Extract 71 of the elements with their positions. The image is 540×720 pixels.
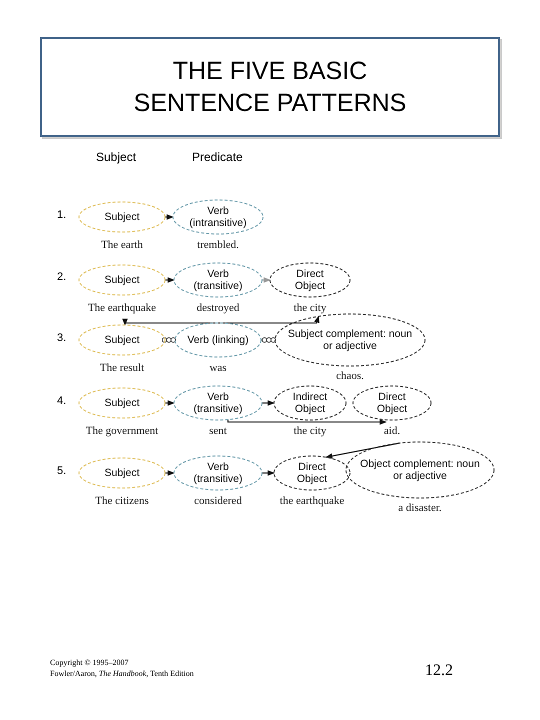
source-note: Fowler/Aaron, The Handbook, Tenth Edition	[50, 669, 194, 678]
link-connector	[162, 337, 176, 343]
arrow	[165, 214, 174, 220]
pattern-ellipse	[353, 386, 431, 420]
row-number: 1.	[57, 209, 66, 221]
node-label: Direct Object	[296, 461, 328, 485]
example-word: The government	[86, 425, 158, 437]
example-word: The earth	[101, 239, 143, 251]
node-label: Subject	[104, 397, 140, 409]
node-label: Subject	[104, 334, 140, 346]
node-label: Verb (transitive)	[192, 268, 244, 292]
arrow	[165, 400, 175, 406]
example-word: considered	[194, 495, 242, 507]
arrow	[262, 277, 271, 283]
node-label: Subject complement: noun or adjective	[286, 328, 414, 352]
pattern-ellipse	[173, 200, 263, 234]
node-label: Verb (transitive)	[192, 391, 244, 415]
example-word: aid.	[384, 425, 400, 437]
pattern-ellipse	[174, 456, 262, 490]
page-number: 12.2	[425, 662, 453, 680]
column-heading: Predicate	[192, 150, 243, 164]
title: THE FIVE BASIC SENTENCE PATTERNS	[132, 56, 408, 119]
pattern-ellipse	[270, 263, 350, 297]
node-label: Subject	[104, 467, 140, 479]
node-label: Direct Object	[376, 391, 408, 415]
example-word: The earthquake	[88, 302, 156, 314]
example-word: The citizens	[95, 495, 149, 507]
pattern-ellipse	[79, 325, 165, 355]
arrow	[122, 316, 320, 326]
column-heading: Subject	[96, 150, 136, 164]
node-label: Verb (intransitive)	[188, 205, 248, 229]
arrow	[227, 419, 387, 425]
node-label: Verb (transitive)	[192, 461, 244, 485]
example-word: sent	[209, 425, 227, 437]
copyright-note: Copyright © 1995–2007	[50, 658, 129, 667]
pattern-ellipse	[79, 202, 165, 232]
row-number: 5.	[57, 465, 66, 477]
pattern-ellipse	[174, 263, 262, 297]
example-word: the earthquake	[280, 495, 344, 507]
pattern-ellipse	[79, 458, 165, 488]
node-label: Indirect Object	[292, 391, 328, 415]
row-number: 4.	[57, 395, 66, 407]
node-label: Subject	[104, 211, 140, 223]
row-number: 2.	[57, 271, 66, 283]
example-word: the city	[294, 302, 326, 314]
example-word: a disaster.	[398, 502, 442, 514]
example-word: destroyed	[196, 302, 240, 314]
pattern-ellipse	[346, 442, 494, 498]
example-word: The result	[100, 362, 144, 374]
arrow	[262, 470, 275, 476]
pattern-ellipse	[274, 456, 350, 490]
link-connector	[261, 337, 276, 343]
arrow	[325, 442, 400, 459]
pattern-ellipse	[174, 386, 262, 420]
example-word: was	[209, 362, 227, 374]
node-label: Subject	[104, 274, 140, 286]
pattern-ellipse	[274, 386, 346, 420]
node-label: Verb (linking)	[187, 334, 249, 346]
pattern-ellipse	[175, 323, 261, 357]
pattern-ellipse	[79, 388, 165, 418]
node-label: Direct Object	[294, 268, 326, 292]
arrow	[165, 277, 175, 283]
pattern-ellipse	[275, 314, 425, 366]
pattern-ellipse	[79, 265, 165, 295]
example-word: the city	[294, 425, 326, 437]
arrow	[262, 400, 275, 406]
example-word: chaos.	[336, 370, 364, 382]
row-number: 3.	[57, 332, 66, 344]
arrow	[165, 470, 175, 476]
node-label: Object complement: noun or adjective	[359, 458, 481, 482]
example-word: trembled.	[197, 239, 239, 251]
